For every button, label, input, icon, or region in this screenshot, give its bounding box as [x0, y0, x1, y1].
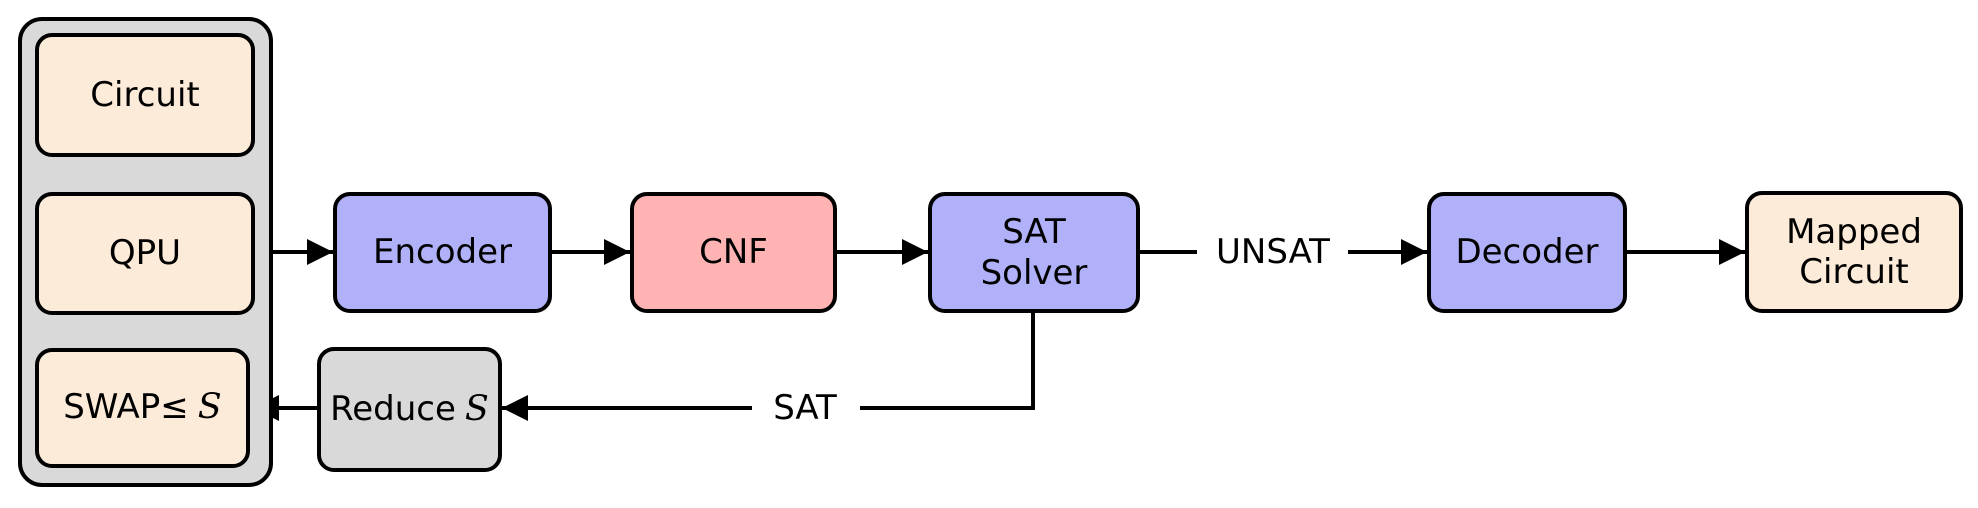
- node-decoder-label: Decoder: [1455, 232, 1599, 273]
- node-reduce-label: Reduce: [330, 388, 456, 429]
- node-circuit-label: Circuit: [90, 74, 200, 115]
- node-reduce-math-s: S: [464, 388, 489, 429]
- node-qpu: QPU: [35, 192, 255, 315]
- node-sat-solver-label-line1: SAT: [1002, 212, 1066, 253]
- node-reduce-s: Reduce S: [317, 347, 502, 472]
- node-sat-solver-label-line2: Solver: [980, 252, 1088, 293]
- line-satsolver-to-sat-label: [860, 313, 1035, 410]
- node-mapped-circuit: Mapped Circuit: [1745, 191, 1963, 313]
- node-swap-budget: SWAP≤ S: [35, 348, 250, 468]
- node-qpu-label: QPU: [108, 233, 182, 274]
- node-mapped-circuit-label-line2: Circuit: [1799, 252, 1909, 292]
- edge-label-unsat: UNSAT: [1216, 232, 1330, 272]
- node-cnf: CNF: [630, 192, 837, 313]
- node-cnf-label: CNF: [699, 232, 768, 273]
- node-circuit: Circuit: [35, 33, 255, 157]
- node-encoder: Encoder: [333, 192, 552, 313]
- node-encoder-label: Encoder: [372, 232, 512, 273]
- node-sat-solver: SAT Solver: [928, 192, 1140, 313]
- node-swap-math-s: S: [197, 387, 222, 428]
- node-mapped-circuit-label-line1: Mapped: [1786, 211, 1922, 252]
- node-swap-label: SWAP≤: [63, 387, 189, 428]
- edge-label-sat: SAT: [773, 388, 837, 428]
- node-decoder: Decoder: [1427, 192, 1627, 313]
